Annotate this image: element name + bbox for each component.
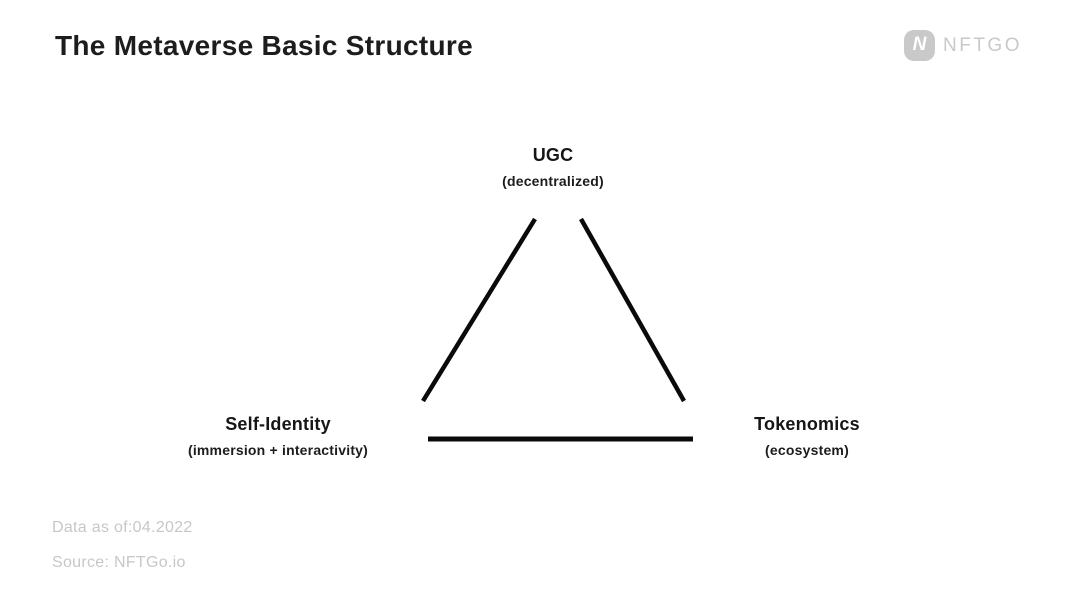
nftgo-logo: N NFTGO [904,30,1022,61]
data-as-of-note: Data as of:04.2022 [52,519,193,536]
node-self-identity-label: Self-Identity [225,414,331,434]
node-tokenomics-label: Tokenomics [754,414,860,434]
source-note: Source: NFTGo.io [52,554,186,571]
triangle-diagram [421,217,693,442]
node-tokenomics-sublabel: (ecosystem) [765,442,849,458]
nftgo-logo-text: NFTGO [943,34,1022,56]
triangle-left-edge [421,217,537,403]
node-ugc-label: UGC [532,145,574,165]
nftgo-logo-icon-letter: N [912,33,927,55]
page-title: The Metaverse Basic Structure [55,30,473,61]
node-self-identity: Self-Identity (immersion + interactivity… [188,414,368,458]
node-ugc-sublabel: (decentralized) [502,173,604,189]
triangle-right-edge [579,217,686,403]
node-ugc: UGC (decentralized) [502,145,604,189]
node-tokenomics: Tokenomics (ecosystem) [754,414,860,458]
node-self-identity-sublabel: (immersion + interactivity) [187,442,369,458]
nftgo-logo-icon: N [904,30,935,61]
